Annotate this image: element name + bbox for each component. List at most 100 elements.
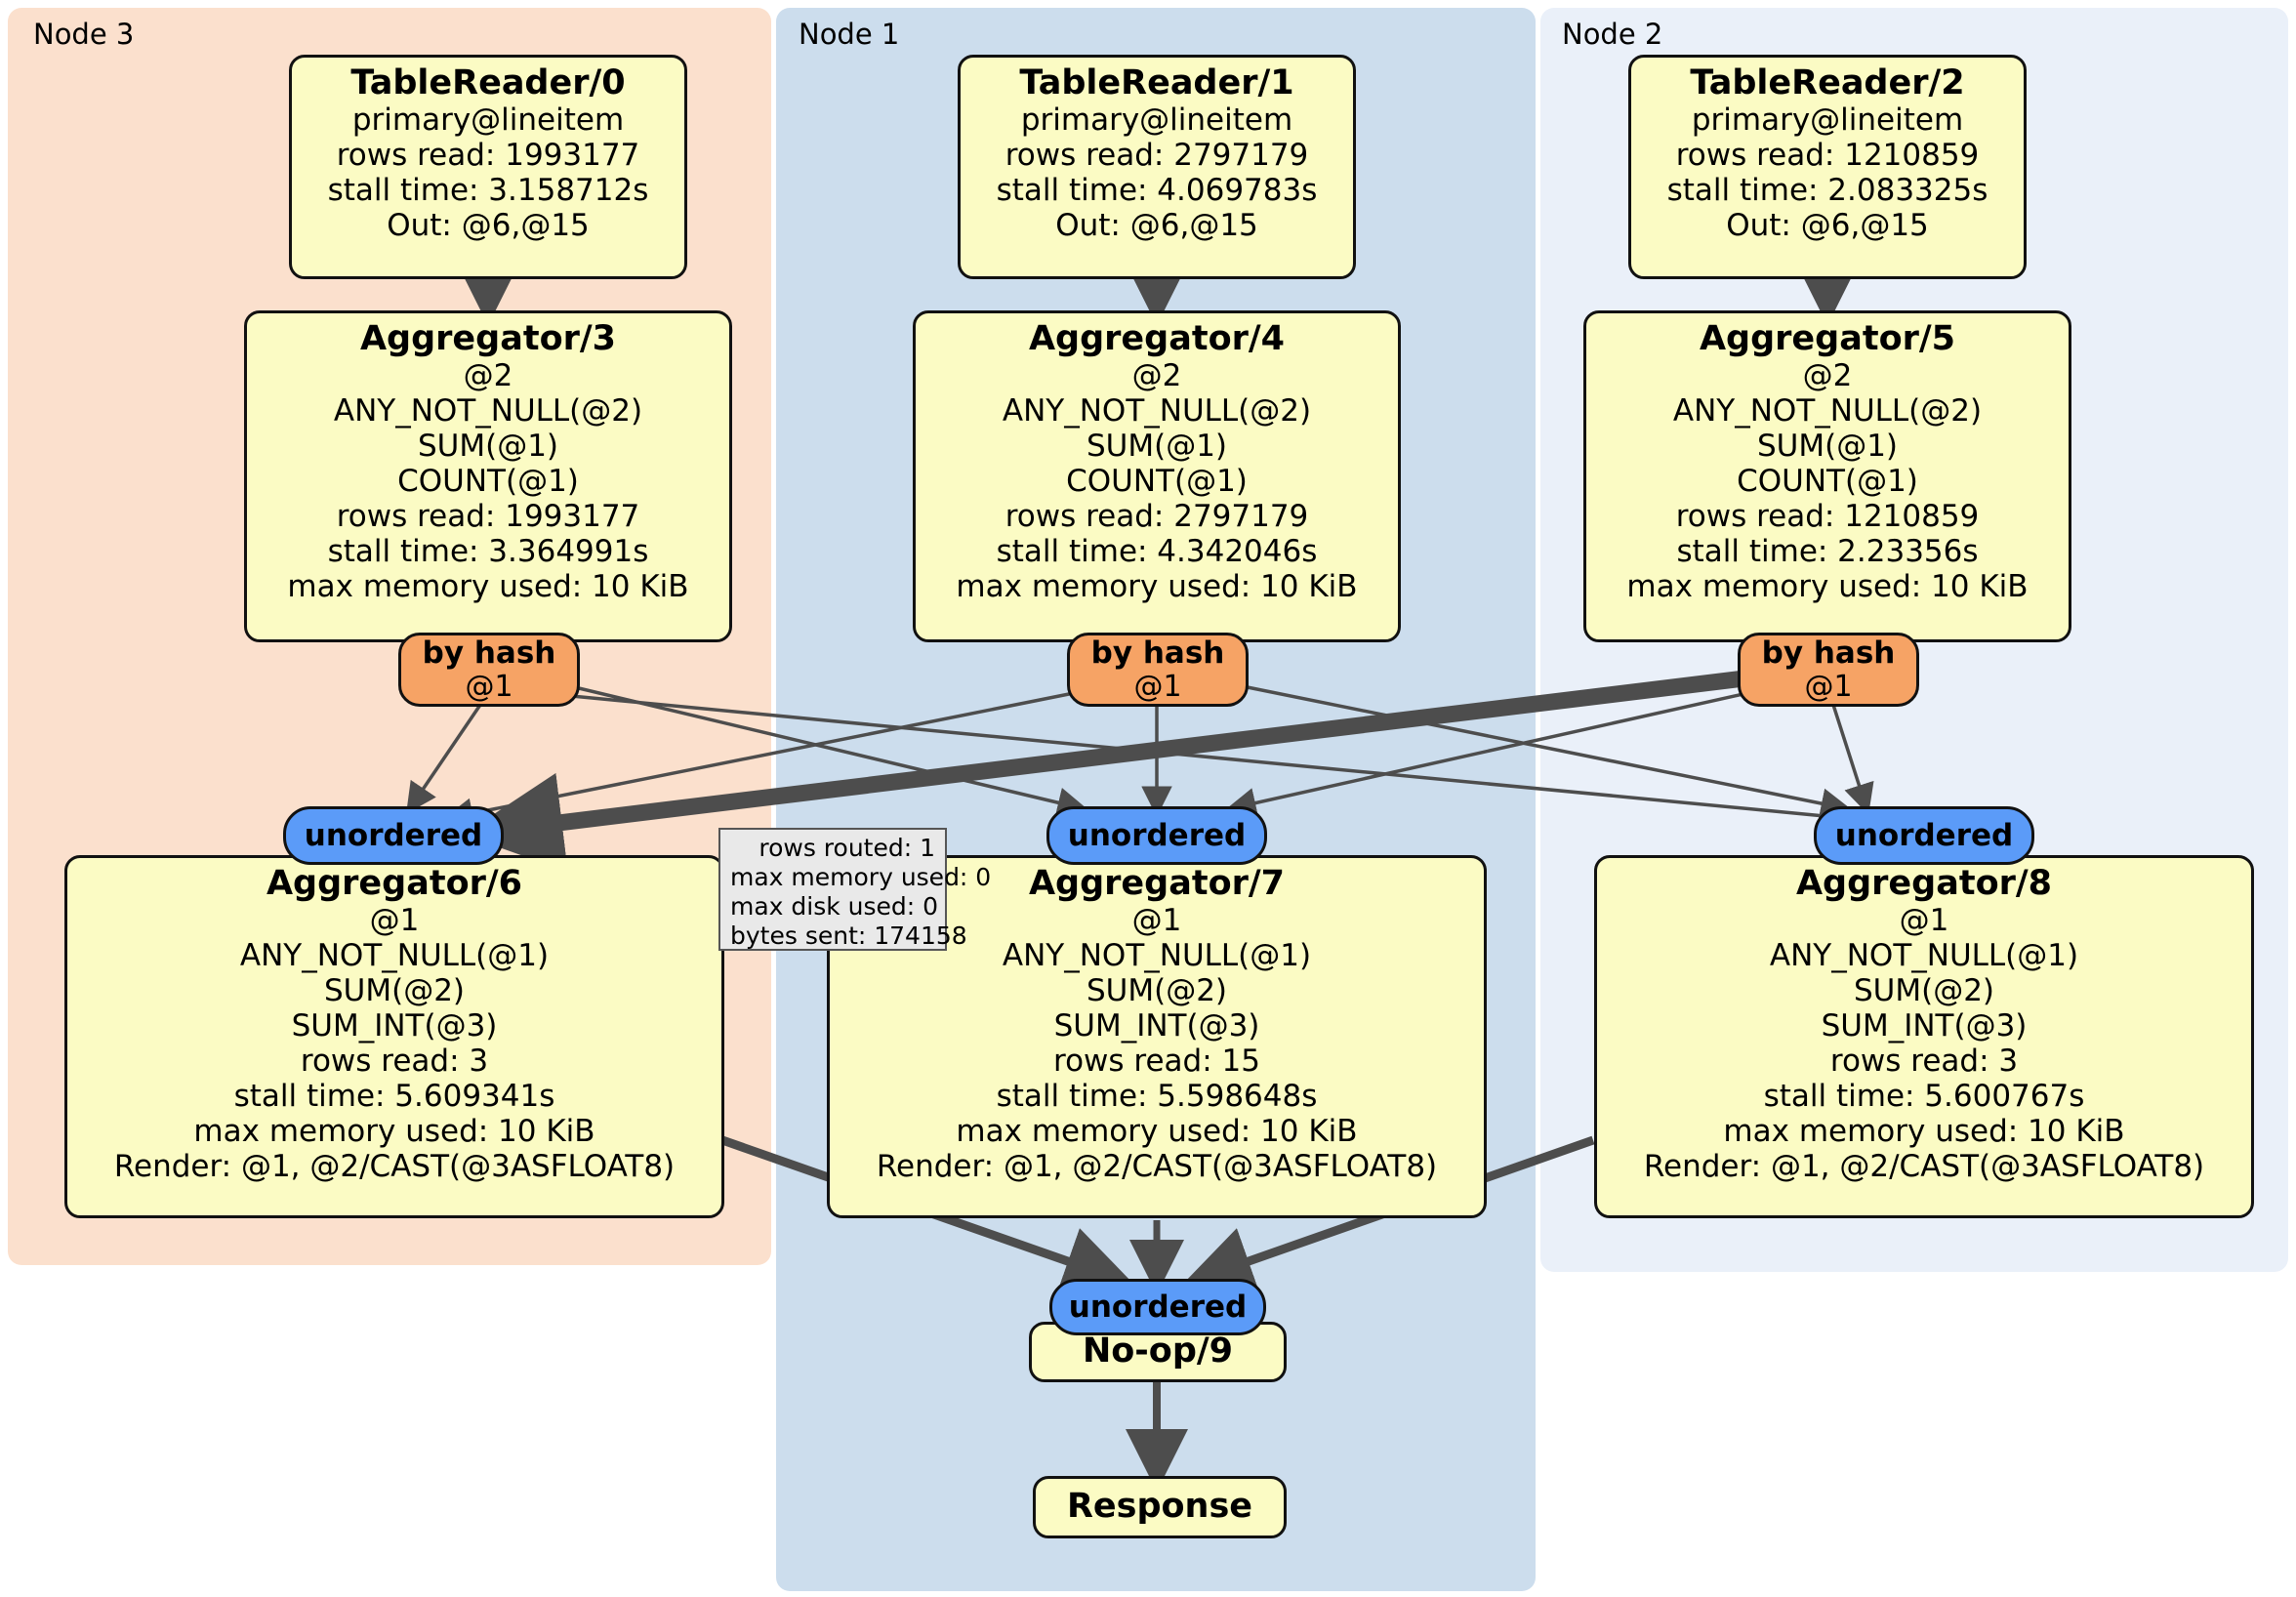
processor-line: max memory used: 10 KiB [956,569,1358,605]
processor-aggregator-6[interactable]: Aggregator/6 @1 ANY_NOT_NULL(@1) SUM(@2)… [64,855,724,1218]
stats-line: bytes sent: 174158 [730,921,967,950]
synchronizer-unordered-node3[interactable]: unordered [283,806,504,865]
processor-line: rows read: 15 [1053,1044,1260,1080]
processor-line: SUM_INT(@3) [291,1008,498,1044]
router-title: by hash [1761,635,1896,672]
processor-line: SUM(@2) [323,973,466,1009]
processor-title: TableReader/0 [350,63,626,102]
processor-title: Aggregator/4 [1028,319,1286,358]
edge-stats-tooltip: rows routed: 1 max memory used: 0 max di… [718,828,992,951]
processor-line: Render: @1, @2/CAST(@3ASFLOAT8) [876,1148,1438,1184]
processor-line: primary@lineitem [351,102,625,139]
processor-line: rows read: 1993177 [336,138,640,174]
processor-line: ANY_NOT_NULL(@1) [1002,938,1312,974]
router-title: by hash [1090,635,1225,672]
processor-line: stall time: 5.598648s [996,1079,1318,1115]
router-subtitle: @1 [1804,669,1853,704]
processor-line: max memory used: 10 KiB [287,569,689,605]
processor-table-reader-1[interactable]: TableReader/1 primary@lineitem rows read… [958,55,1356,279]
processor-line: rows read: 3 [300,1044,489,1080]
synchronizer-unordered-node2[interactable]: unordered [1814,806,2034,865]
processor-line: Out: @6,@15 [1055,208,1258,244]
processor-line: stall time: 2.23356s [1676,534,1979,570]
cluster-label-node3: Node 3 [33,18,135,51]
router-title: by hash [422,635,556,672]
processor-line: max memory used: 10 KiB [1723,1114,2125,1150]
processor-line: stall time: 4.342046s [996,534,1318,570]
synchronizer-title: unordered [1068,1289,1248,1325]
cluster-label-node2: Node 2 [1562,18,1663,51]
processor-aggregator-8[interactable]: Aggregator/8 @1 ANY_NOT_NULL(@1) SUM(@2)… [1594,855,2254,1218]
processor-aggregator-3[interactable]: Aggregator/3 @2 ANY_NOT_NULL(@2) SUM(@1)… [244,310,732,642]
processor-line: @1 [1899,903,1949,939]
processor-line: max memory used: 10 KiB [193,1114,595,1150]
processor-line: SUM(@1) [1086,429,1228,465]
processor-line: stall time: 3.364991s [327,534,649,570]
processor-line: COUNT(@1) [1066,464,1248,500]
processor-title: No-op/9 [1082,1331,1234,1372]
processor-line: ANY_NOT_NULL(@1) [239,938,550,974]
processor-table-reader-0[interactable]: TableReader/0 primary@lineitem rows read… [289,55,687,279]
synchronizer-unordered-node1[interactable]: unordered [1046,806,1267,865]
processor-line: rows read: 1210859 [1675,138,1980,174]
processor-line: primary@lineitem [1020,102,1293,139]
processor-line: max memory used: 10 KiB [1626,569,2029,605]
processor-line: @1 [369,903,420,939]
processor-line: SUM_INT(@3) [1821,1008,2028,1044]
processor-line: stall time: 5.600767s [1763,1079,2085,1115]
processor-line: @1 [1131,903,1182,939]
synchronizer-unordered-final[interactable]: unordered [1049,1279,1266,1335]
router-by-hash-node3[interactable]: by hash @1 [398,633,580,707]
processor-title: Aggregator/8 [1795,864,2053,903]
processor-line: @2 [1131,358,1182,394]
synchronizer-title: unordered [1834,817,2014,853]
processor-title: Aggregator/6 [266,864,523,903]
processor-line: primary@lineitem [1691,102,1964,139]
processor-line: COUNT(@1) [1737,464,1918,500]
processor-line: stall time: 5.609341s [233,1079,555,1115]
router-subtitle: @1 [1133,669,1182,704]
processor-title: Aggregator/7 [1028,864,1286,903]
stats-line: max disk used: 0 [730,892,939,921]
processor-line: SUM(@1) [417,429,559,465]
router-by-hash-node1[interactable]: by hash @1 [1067,633,1249,707]
processor-line: stall time: 3.158712s [327,173,649,209]
processor-line: Render: @1, @2/CAST(@3ASFLOAT8) [113,1148,676,1184]
router-subtitle: @1 [465,669,513,704]
processor-line: stall time: 4.069783s [996,173,1318,209]
processor-title: TableReader/1 [1019,63,1294,102]
processor-line: rows read: 3 [1829,1044,2019,1080]
processor-title: Response [1066,1487,1253,1527]
processor-line: SUM_INT(@3) [1053,1008,1260,1044]
processor-line: ANY_NOT_NULL(@2) [1672,393,1983,430]
processor-line: rows read: 1993177 [336,499,640,535]
processor-aggregator-4[interactable]: Aggregator/4 @2 ANY_NOT_NULL(@2) SUM(@1)… [913,310,1401,642]
processor-title: Aggregator/5 [1699,319,1956,358]
synchronizer-title: unordered [304,817,483,853]
processor-line: SUM(@1) [1756,429,1899,465]
processor-line: COUNT(@1) [397,464,579,500]
processor-line: @2 [1802,358,1853,394]
processor-line: ANY_NOT_NULL(@2) [1002,393,1312,430]
processor-line: Out: @6,@15 [387,208,590,244]
processor-table-reader-2[interactable]: TableReader/2 primary@lineitem rows read… [1628,55,2027,279]
processor-title: TableReader/2 [1690,63,1965,102]
processor-line: @2 [463,358,513,394]
processor-line: Render: @1, @2/CAST(@3ASFLOAT8) [1643,1148,2205,1184]
processor-aggregator-5[interactable]: Aggregator/5 @2 ANY_NOT_NULL(@2) SUM(@1)… [1583,310,2071,642]
processor-response[interactable]: Response [1033,1476,1287,1538]
processor-line: rows read: 1210859 [1675,499,1980,535]
stats-line: rows routed: 1 [758,834,935,862]
cluster-label-node1: Node 1 [799,18,900,51]
router-by-hash-node2[interactable]: by hash @1 [1738,633,1919,707]
processor-title: Aggregator/3 [359,319,617,358]
processor-line: max memory used: 10 KiB [956,1114,1358,1150]
processor-line: stall time: 2.083325s [1666,173,1988,209]
stats-line: max memory used: 0 [730,863,992,891]
processor-line: SUM(@2) [1853,973,1995,1009]
processor-line: rows read: 2797179 [1004,499,1309,535]
processor-line: ANY_NOT_NULL(@1) [1769,938,2079,974]
processor-line: SUM(@2) [1086,973,1228,1009]
processor-line: ANY_NOT_NULL(@2) [333,393,643,430]
